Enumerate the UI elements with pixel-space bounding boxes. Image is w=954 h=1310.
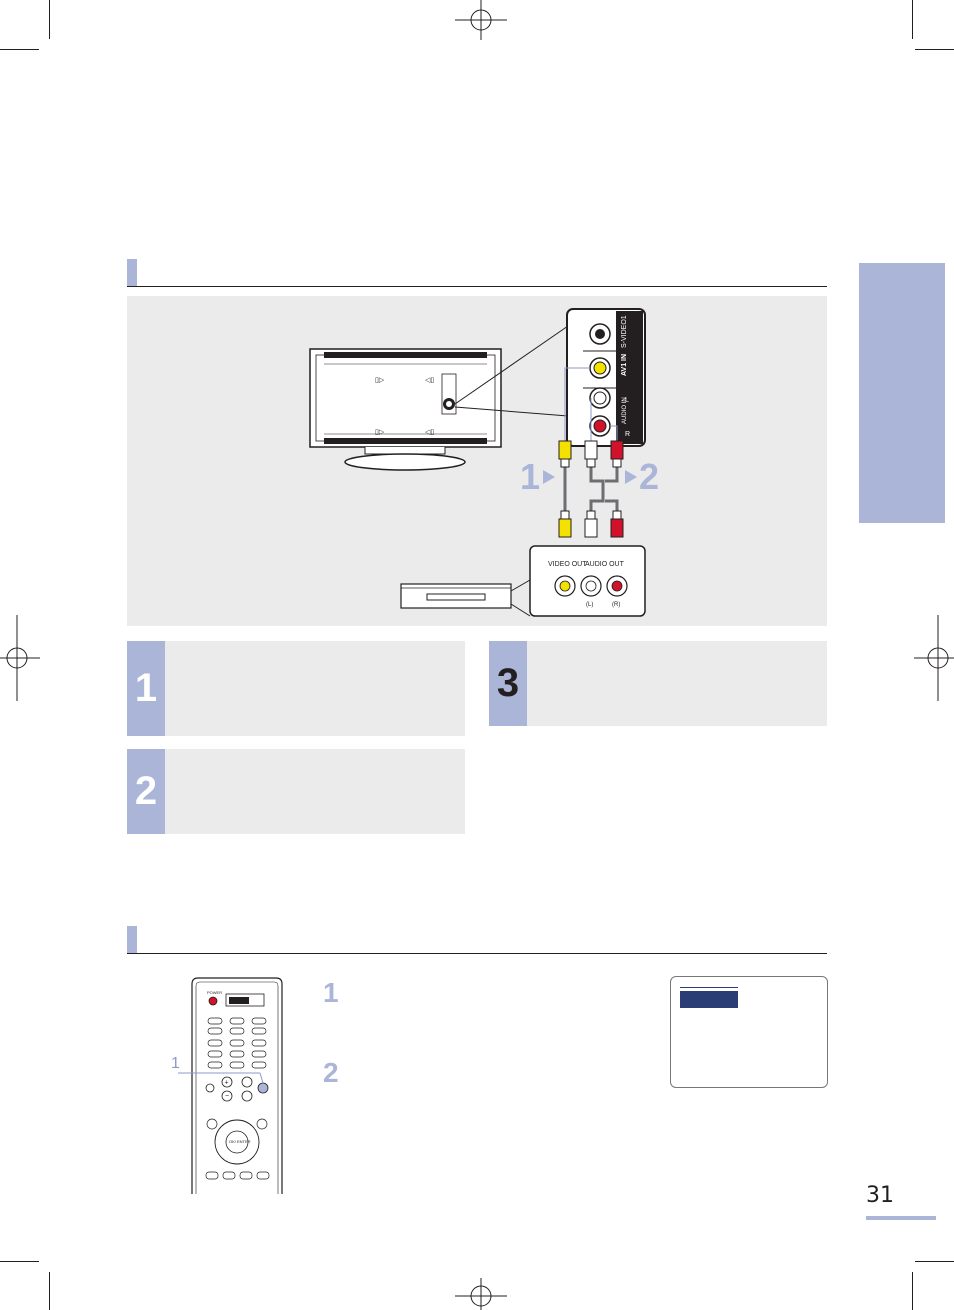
osd-divider: [680, 987, 738, 988]
label-left: (L): [586, 602, 593, 608]
remote-enter-label: OK/ ENTER: [229, 1139, 251, 1144]
svg-text:▯▷: ▯▷: [375, 377, 385, 384]
crop-mark: [49, 1272, 50, 1310]
crop-mark: [0, 49, 39, 50]
registration-mark: [0, 615, 40, 701]
jack-label-audio-in: AUDIO IN: [622, 397, 628, 424]
label-video-out: VIDEO OUT: [548, 561, 587, 568]
jack-label-right: R: [625, 431, 630, 438]
svg-text:◁▯: ◁▯: [425, 377, 434, 384]
registration-mark: [455, 0, 507, 40]
crop-mark: [49, 0, 50, 39]
label-audio-out: AUDIO OUT: [585, 561, 625, 568]
svg-text:◁▯: ◁▯: [425, 429, 434, 436]
crop-mark: [912, 1272, 913, 1310]
player-output-panel: VIDEO OUT AUDIO OUT (L) (R): [529, 545, 646, 617]
svg-text:▯▷: ▯▷: [375, 429, 385, 436]
label-right: (R): [612, 602, 620, 608]
crop-mark: [0, 1261, 39, 1262]
connection-diagram: ▯▷ ◁▯ ▯▷ ◁▯ S-VIDEO1 AV1 IN L AUDIO IN R: [309, 308, 659, 617]
remote-control: POWER + − OK/ ENTER: [178, 977, 283, 1194]
av-cable: [558, 440, 624, 538]
step-box-3: 3: [489, 641, 827, 726]
player-device: [400, 579, 531, 617]
crop-mark: [915, 49, 954, 50]
remote-power-label: POWER: [207, 990, 222, 995]
crop-mark: [912, 0, 913, 39]
chapter-side-tab: [859, 263, 945, 523]
procedure-step-2: 2: [323, 1057, 339, 1088]
step-number: 1: [127, 641, 165, 736]
section-rule: [127, 286, 827, 287]
registration-mark: [914, 615, 954, 701]
step-box-1: 1: [127, 641, 465, 736]
page-number: 31: [866, 1183, 894, 1208]
osd-highlight-bar: [680, 991, 738, 1008]
crop-mark: [915, 1261, 954, 1262]
section-rule: [127, 953, 827, 954]
svg-text:−: −: [225, 1093, 229, 1100]
section-marker: [127, 259, 137, 286]
remote-callout-1: 1: [171, 1055, 180, 1072]
page-number-rule: [866, 1216, 936, 1220]
jack-label-left: L: [625, 397, 629, 404]
svg-text:+: +: [225, 1080, 229, 1087]
step-number: 2: [127, 749, 165, 834]
procedure-step-1: 1: [323, 977, 339, 1008]
jack-label-av-in: AV1 IN: [621, 354, 628, 376]
tv-rear-illustration: ▯▷ ◁▯ ▯▷ ◁▯: [309, 325, 569, 471]
registration-mark: [455, 1278, 507, 1310]
step-box-2: 2: [127, 749, 465, 834]
step-number: 3: [489, 641, 527, 726]
callout-1: 1: [520, 456, 540, 497]
section-marker: [127, 926, 137, 953]
callout-2: 2: [639, 456, 659, 497]
jack-label-s-video: S-VIDEO1: [621, 315, 628, 348]
av-jack-panel: S-VIDEO1 AV1 IN L AUDIO IN R: [566, 308, 646, 447]
